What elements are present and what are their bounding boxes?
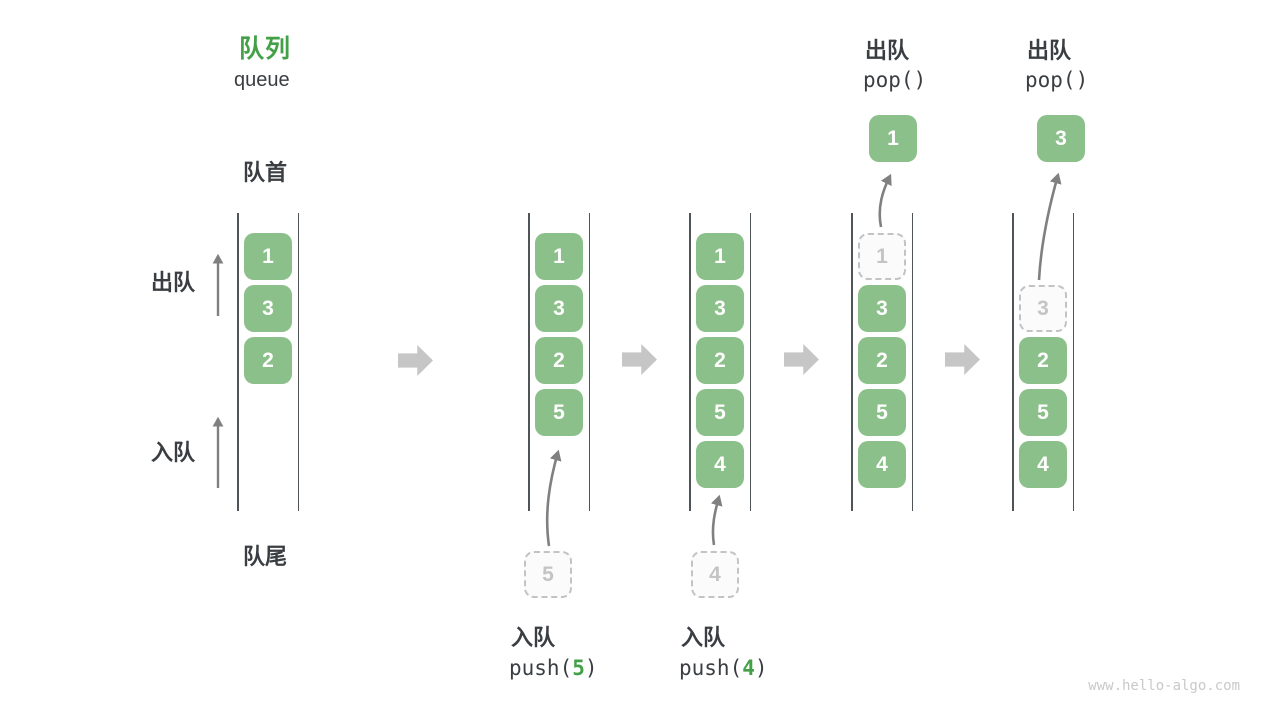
queue-element-removed: 1 <box>858 233 906 280</box>
queue-front-label: 队首 <box>243 160 288 185</box>
queue-element: 2 <box>1019 337 1067 384</box>
popped-element: 1 <box>869 115 917 162</box>
queue-element: 2 <box>696 337 744 384</box>
queue-rear-label: 队尾 <box>243 544 288 569</box>
diagram-title-zh: 队列 <box>239 35 292 63</box>
queue-wall-right <box>297 213 299 511</box>
queue-element: 4 <box>1019 441 1067 488</box>
queue-wall-right <box>749 213 751 511</box>
enqueue-op-code: push(4) <box>679 656 768 680</box>
code-arg: 5 <box>572 656 585 680</box>
staged-element: 4 <box>691 551 739 598</box>
enqueue-op-label: 入队 <box>511 625 556 650</box>
code-arg: 4 <box>742 656 755 680</box>
queue-wall-right <box>1072 213 1074 511</box>
state-transition-arrow-icon <box>945 344 980 375</box>
code-fn-close: ) <box>754 656 768 680</box>
enqueue-op-label: 入队 <box>681 625 726 650</box>
state-transition-arrow-icon <box>398 345 433 376</box>
queue-wall-left <box>689 213 691 511</box>
queue-wall-left <box>851 213 853 511</box>
code-fn: push( <box>509 656 573 680</box>
state-transition-arrow-icon <box>622 344 657 375</box>
dequeue-op-label: 出队 <box>865 38 910 63</box>
enqueue-side-label: 入队 <box>151 440 196 465</box>
popped-element: 3 <box>1037 115 1085 162</box>
queue-element: 1 <box>244 233 292 280</box>
queue-element: 3 <box>244 285 292 332</box>
queue-element: 3 <box>858 285 906 332</box>
dequeue-op-code: pop() <box>863 68 927 92</box>
code-fn: push( <box>679 656 743 680</box>
enqueue-op-code: push(5) <box>509 656 598 680</box>
dequeue-side-label: 出队 <box>151 270 196 295</box>
queue-element: 5 <box>1019 389 1067 436</box>
dequeue-op-label: 出队 <box>1027 38 1072 63</box>
site-watermark: www.hello-algo.com <box>1088 678 1240 694</box>
queue-state-2: 1 3 2 5 <box>528 213 590 511</box>
queue-element: 2 <box>858 337 906 384</box>
queue-element: 5 <box>535 389 583 436</box>
queue-element: 3 <box>696 285 744 332</box>
queue-state-3: 1 3 2 5 4 <box>689 213 751 511</box>
dequeue-op-code: pop() <box>1025 68 1089 92</box>
queue-element: 1 <box>696 233 744 280</box>
queue-element: 2 <box>244 337 292 384</box>
queue-element: 5 <box>696 389 744 436</box>
queue-state-4: 1 3 2 5 4 <box>851 213 913 511</box>
queue-wall-right <box>911 213 913 511</box>
queue-state-5: 3 2 5 4 <box>1012 213 1074 511</box>
queue-element: 4 <box>858 441 906 488</box>
queue-wall-left <box>237 213 239 511</box>
staged-element: 5 <box>524 551 572 598</box>
queue-wall-left <box>1012 213 1014 511</box>
queue-element: 5 <box>858 389 906 436</box>
state-transition-arrow-icon <box>784 344 819 375</box>
queue-element: 1 <box>535 233 583 280</box>
queue-element: 4 <box>696 441 744 488</box>
queue-element: 3 <box>535 285 583 332</box>
diagram-title-en: queue <box>234 69 290 91</box>
queue-element: 2 <box>535 337 583 384</box>
queue-state-1: 1 3 2 <box>237 213 299 511</box>
queue-element-removed: 3 <box>1019 285 1067 332</box>
code-fn-close: ) <box>584 656 598 680</box>
queue-wall-left <box>528 213 530 511</box>
queue-wall-right <box>588 213 590 511</box>
